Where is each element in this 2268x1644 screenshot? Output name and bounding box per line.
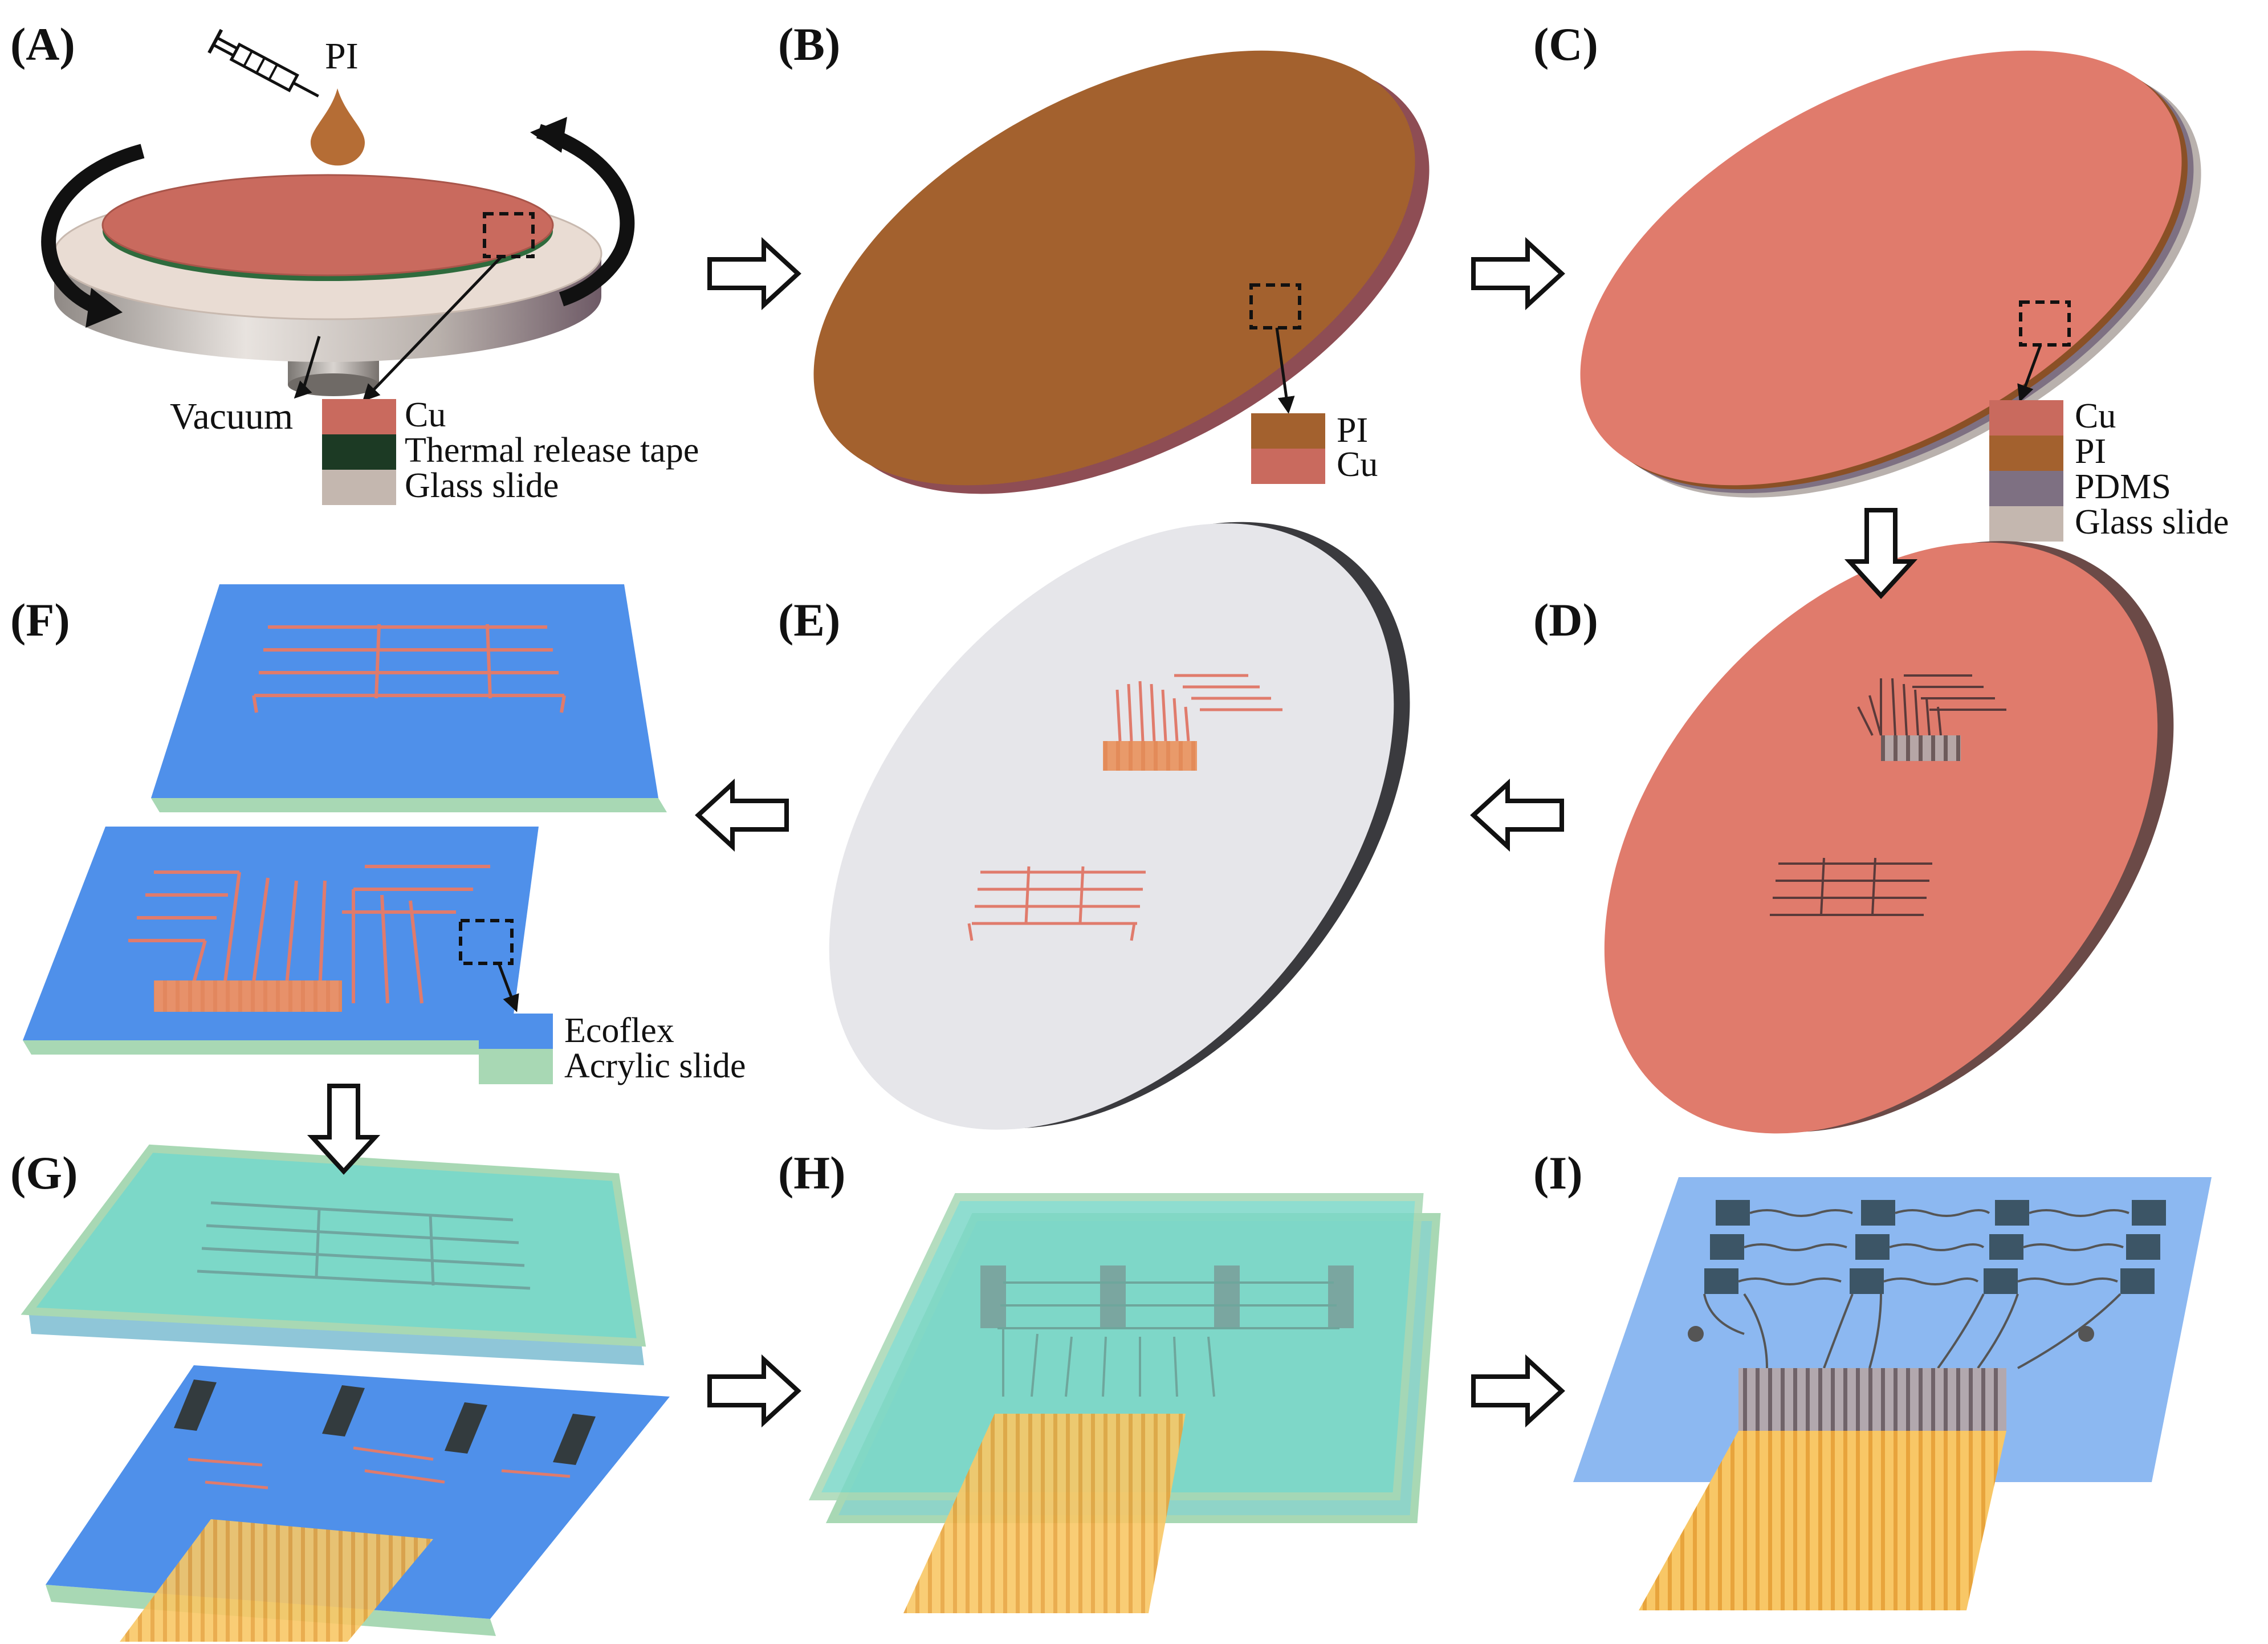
- panel-e: (E): [778, 522, 1410, 1130]
- chip-icon: [980, 1265, 1354, 1328]
- panel-d: (D): [1533, 541, 2174, 1134]
- pi-text: PI: [325, 35, 359, 77]
- hollow-arrow-icon: [707, 1354, 801, 1428]
- legend-label: PDMS: [2075, 467, 2171, 506]
- flex-cable: [120, 1519, 433, 1642]
- legend-b: PI Cu: [1251, 411, 1378, 484]
- circuit-pattern: [967, 674, 1282, 941]
- syringe-icon: [207, 29, 319, 97]
- process-arrows: [307, 237, 1918, 1428]
- circuit-pattern: [1770, 674, 2006, 916]
- legend-swatch: [1989, 400, 2063, 436]
- flex-cable: [1639, 1431, 2006, 1610]
- legend-label: Glass slide: [2075, 503, 2229, 542]
- hollow-arrow-icon: [1844, 508, 1918, 599]
- pi-wafer: [813, 50, 1415, 486]
- panel-label-a: (A): [10, 18, 75, 70]
- contact-pads: [154, 980, 342, 1012]
- panel-label-b: (B): [778, 18, 840, 70]
- ecoflex-sheet-top: [151, 584, 658, 798]
- panel-label-h: (H): [778, 1147, 845, 1199]
- legend-swatch: [1251, 449, 1325, 484]
- panel-b: (B) PI Cu: [778, 18, 1430, 494]
- cu-wafer: [101, 174, 554, 276]
- encapsulated-device: [808, 1193, 1424, 1500]
- zoom-box: [459, 919, 514, 965]
- hollow-arrow-icon: [1471, 237, 1565, 311]
- patterned-wafer: [1604, 542, 2158, 1134]
- legend-label: Ecoflex: [564, 1011, 674, 1050]
- white-carrier-disk: [829, 523, 1394, 1130]
- rotation-arrow-icon: [41, 144, 145, 318]
- legend-swatch: [1251, 413, 1325, 449]
- ecoflex-sheet-bottom: [23, 827, 539, 1040]
- legend-swatch: [322, 399, 396, 434]
- hollow-arrow-icon: [1471, 1354, 1565, 1428]
- panel-h: (H): [778, 1147, 1441, 1613]
- panel-f: (F) Ecoflex Acrylic slide: [10, 584, 746, 1085]
- panel-label-g: (G): [10, 1147, 78, 1199]
- hollow-arrow-icon: [307, 1084, 381, 1175]
- legend-label: Cu: [2075, 397, 2116, 436]
- legend-label: PI: [1337, 411, 1368, 450]
- droplet-icon: [311, 88, 365, 166]
- panel-label-d: (D): [1533, 594, 1598, 646]
- chip-icon: [1704, 1200, 2166, 1294]
- legend-swatch: [1989, 436, 2063, 471]
- legend-label: Glass slide: [405, 466, 559, 505]
- vacuum-text: Vacuum: [170, 396, 293, 437]
- contact-pads: [1738, 1368, 2006, 1431]
- panel-c: (C) Cu PI PDMS Glass slide: [1533, 18, 2229, 542]
- hollow-arrow-icon: [1470, 778, 1564, 852]
- panel-label-c: (C): [1533, 18, 1598, 70]
- legend-a: Cu Thermal release tape Glass slide: [322, 396, 699, 505]
- legend-swatch: [1989, 506, 2063, 542]
- legend-swatch: [322, 434, 396, 470]
- legend-swatch: [322, 470, 396, 505]
- legend-swatch: [1989, 471, 2063, 506]
- legend-label: Cu: [1337, 445, 1378, 484]
- hollow-arrow-icon: [707, 237, 801, 311]
- legend-c: Cu PI PDMS Glass slide: [1989, 397, 2229, 542]
- contact-pads: [1881, 735, 1961, 761]
- legend-label: Acrylic slide: [564, 1047, 746, 1085]
- hollow-arrow-icon: [695, 778, 789, 852]
- legend-label: PI: [2075, 432, 2106, 471]
- legend-swatch: [479, 1014, 553, 1049]
- panel-label-f: (F): [10, 594, 70, 646]
- panel-g: (G): [10, 1144, 670, 1642]
- legend-label: Thermal release tape: [405, 431, 699, 470]
- rotation-arrow-icon: [536, 124, 635, 307]
- legend-f: Ecoflex Acrylic slide: [479, 1011, 746, 1085]
- circuit-pattern: [252, 624, 566, 713]
- flex-cable: [903, 1414, 1186, 1613]
- legend-swatch: [479, 1049, 553, 1084]
- encapsulation-slab: [21, 1144, 646, 1347]
- panel-label-e: (E): [778, 594, 840, 646]
- panel-label-i: (I): [1533, 1147, 1583, 1199]
- chip-icon: [174, 1380, 596, 1465]
- legend-label: Cu: [405, 396, 446, 434]
- panel-i: (I): [1533, 1147, 2212, 1610]
- panel-a: (A) PI Vacuum: [10, 18, 699, 505]
- circuit-pattern: [128, 865, 490, 1004]
- cu-top-wafer: [1580, 50, 2182, 486]
